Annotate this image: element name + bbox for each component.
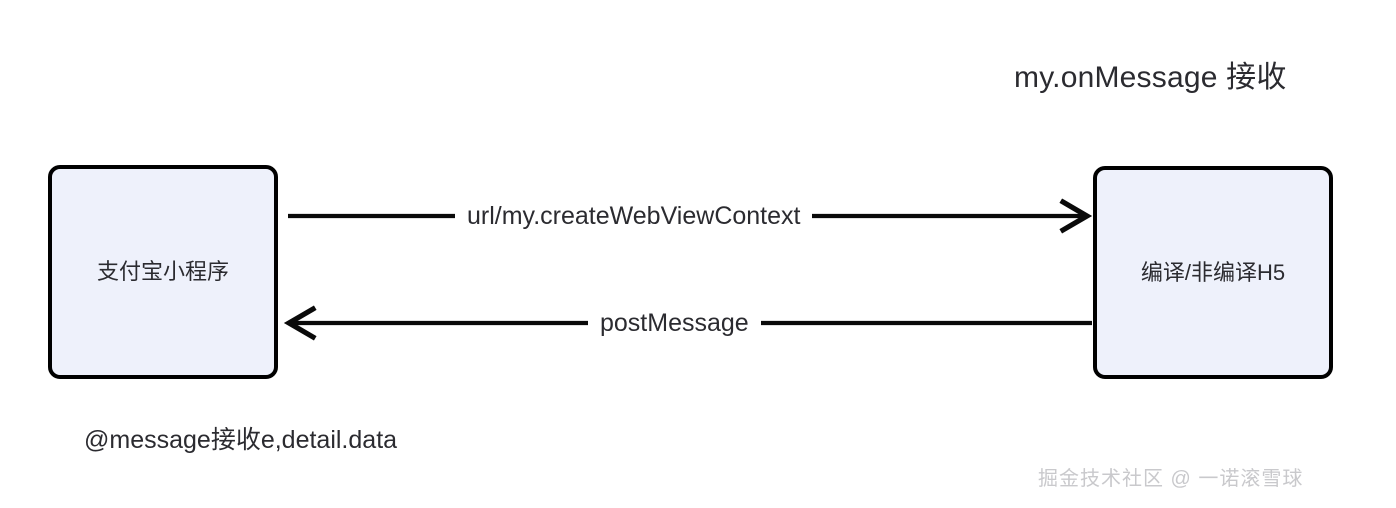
node-h5-page[interactable]: 编译/非编译H5: [1093, 166, 1333, 379]
watermark: 掘金技术社区 @ 一诺滚雪球: [1038, 468, 1304, 490]
diagram-title: my.onMessage 接收: [1014, 61, 1287, 94]
node-h5-page-label: 编译/非编译H5: [1140, 259, 1286, 285]
node-alipay-miniprogram[interactable]: 支付宝小程序: [48, 165, 278, 379]
edge-top-label: url/my.createWebViewContext: [455, 200, 813, 232]
edge-bottom-label: postMessage: [588, 307, 761, 339]
node-alipay-miniprogram-label: 支付宝小程序: [96, 259, 229, 284]
annotation-text: @message接收e,detail.data: [84, 426, 398, 454]
